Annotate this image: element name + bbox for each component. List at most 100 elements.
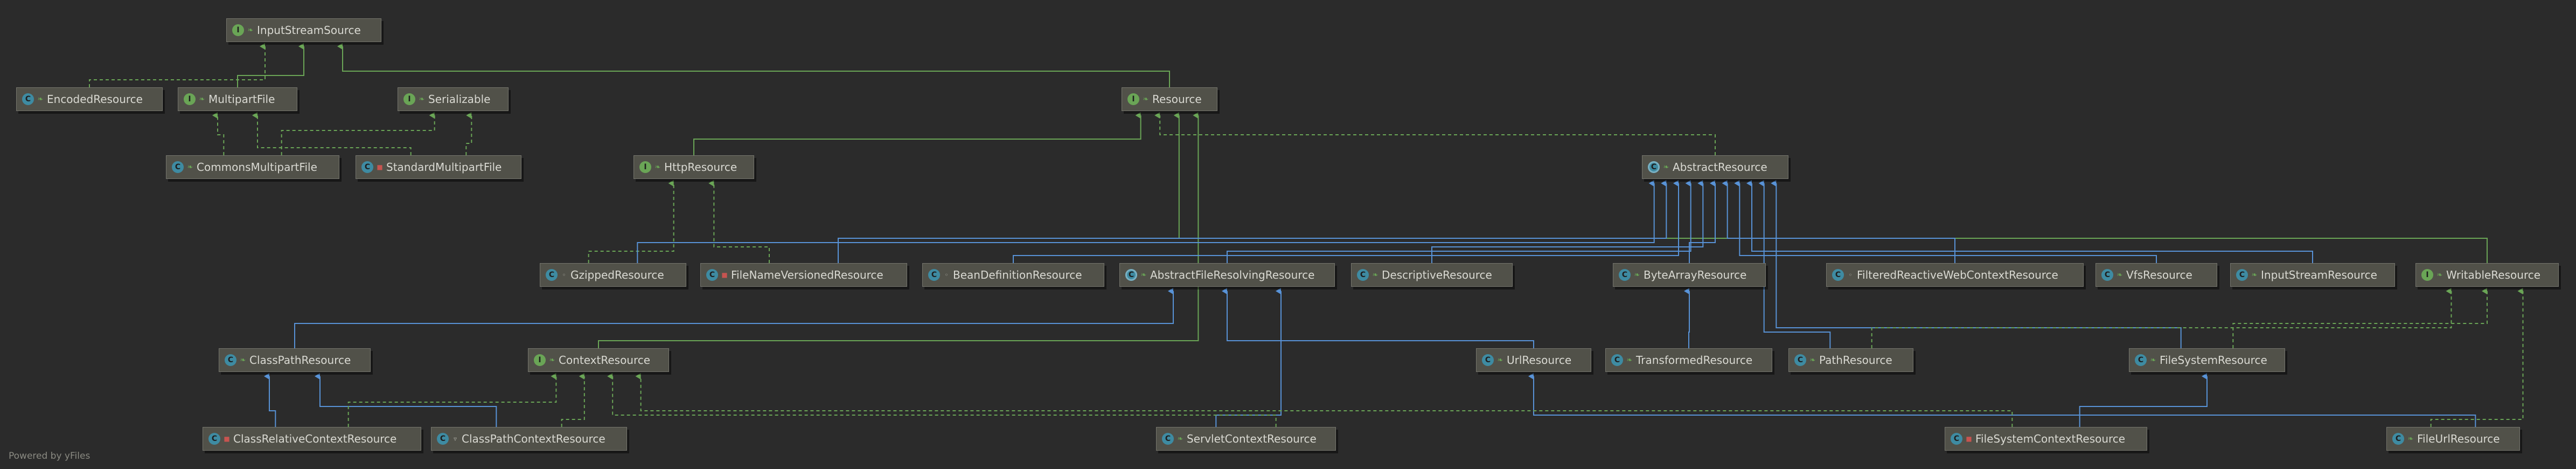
edge-pathresource-to-abstractresource — [1758, 180, 1831, 348]
node-classpathcontextresource[interactable]: C▿ClassPathContextResource — [431, 427, 627, 451]
edge-filesystemresource-to-writableresource — [2232, 288, 2488, 348]
node-inputstreamresource[interactable]: C❧InputStreamResource — [2230, 263, 2395, 287]
private-visibility-icon: ■ — [1966, 435, 1972, 443]
class-icon: C — [2392, 433, 2404, 445]
edge-pathresource-to-writableresource — [1871, 288, 2452, 348]
edge-multipartfile-to-inputstreamsource — [237, 43, 304, 87]
edge-contextresource-to-resource — [598, 112, 1199, 348]
node-urlresource[interactable]: C❧UrlResource — [1476, 348, 1591, 372]
edge-classpathcontextresource-to-classpathresource — [315, 373, 497, 427]
class-icon: C — [1951, 433, 1962, 445]
node-gzippedresource[interactable]: C◦GzippedResource — [540, 263, 686, 287]
node-standardmultipartfile[interactable]: C■StandardMultipartFile — [356, 155, 521, 179]
leaf-icon: ❧ — [1626, 356, 1633, 364]
class-icon: C — [1794, 354, 1806, 366]
package-visibility-icon: ◦ — [944, 271, 949, 279]
edge-classrelativecontextresource-to-classpathresource — [264, 373, 276, 427]
interface-icon: I — [1127, 93, 1139, 105]
edge-bytearrayresource-to-abstractresource — [1689, 180, 1716, 263]
edge-gzippedresource-to-httpresource — [588, 180, 674, 263]
class-icon: C — [2101, 269, 2113, 281]
node-servletcontextresource[interactable]: C❧ServletContextResource — [1156, 427, 1336, 451]
package-visibility-icon: ◦ — [1848, 271, 1853, 279]
leaf-icon: ❧ — [2150, 356, 2156, 364]
edge-encodedresource-to-inputstreamsource — [89, 43, 266, 87]
node-classpathresource[interactable]: C❧ClassPathResource — [219, 348, 371, 372]
node-vfsresource[interactable]: C❧VfsResource — [2095, 263, 2217, 287]
edge-commonsmultipartfile-to-serializable — [281, 112, 435, 155]
class-icon: C — [928, 269, 940, 281]
edge-standardmultipartfile-to-serializable — [465, 112, 472, 155]
class-icon: C — [361, 161, 373, 173]
class-icon: C — [437, 433, 449, 445]
abstract-class-icon: C — [1648, 161, 1660, 173]
interface-icon: I — [232, 24, 244, 36]
edge-classpathresource-to-abstractfileresolvingresource — [294, 288, 1174, 348]
leaf-icon: ❧ — [37, 95, 44, 104]
leaf-icon: ❧ — [247, 26, 254, 35]
leaf-icon: ❧ — [1372, 271, 1378, 279]
class-icon: C — [172, 161, 184, 173]
node-abstractfileresolvingresource[interactable]: C❧AbstractFileResolvingResource — [1119, 263, 1335, 287]
class-icon: C — [2236, 269, 2248, 281]
node-filenameversionedresource[interactable]: C■FileNameVersionedResource — [700, 263, 907, 287]
edge-filesystemcontextresource-to-contextresource — [635, 373, 2013, 427]
leaf-icon: ❧ — [1177, 434, 1183, 443]
edge-servletcontextresource-to-abstractfileresolvingresource — [1215, 288, 1282, 427]
node-resource[interactable]: I❧Resource — [1122, 87, 1217, 111]
leaf-icon: ❧ — [1663, 163, 1669, 171]
node-classrelativecontextresource[interactable]: C■ClassRelativeContextResource — [203, 427, 421, 451]
leaf-icon: ❧ — [419, 95, 425, 104]
class-icon: C — [1611, 354, 1623, 366]
node-inputstreamsource[interactable]: I❧InputStreamSource — [226, 18, 381, 42]
node-filesystemresource[interactable]: C❧FileSystemResource — [2129, 348, 2285, 372]
node-pathresource[interactable]: C❧PathResource — [1788, 348, 1913, 372]
edge-fileurlresource-to-writableresource — [2430, 288, 2524, 427]
leaf-icon: ❧ — [2251, 271, 2258, 279]
node-httpresource[interactable]: I❧HttpResource — [633, 155, 754, 179]
node-commonsmultipartfile[interactable]: C❧CommonsMultipartFile — [166, 155, 339, 179]
node-fileurlresource[interactable]: C❧FileUrlResource — [2386, 427, 2520, 451]
edge-writableresource-to-resource — [1173, 112, 2488, 263]
node-encodedresource[interactable]: C❧EncodedResource — [16, 87, 163, 111]
node-writableresource[interactable]: I❧WritableResource — [2415, 263, 2559, 287]
interface-icon: I — [2421, 269, 2433, 281]
edge-inputstreamresource-to-abstractresource — [1746, 180, 2313, 263]
leaf-icon: ❧ — [199, 95, 205, 104]
class-icon: C — [1162, 433, 1174, 445]
interface-icon: I — [184, 93, 196, 105]
edge-descriptiveresource-to-abstractresource — [1431, 180, 1704, 263]
leaf-icon: ❧ — [1497, 356, 1503, 364]
edge-servletcontextresource-to-contextresource — [607, 373, 1277, 427]
node-multipartfile[interactable]: I❧MultipartFile — [178, 87, 297, 111]
edge-gzippedresource-to-abstractresource — [637, 180, 1655, 263]
edge-classpathcontextresource-to-contextresource — [561, 373, 585, 427]
class-icon: C — [1482, 354, 1494, 366]
node-filesystemcontextresource[interactable]: C■FileSystemContextResource — [1945, 427, 2147, 451]
edge-filesystemcontextresource-to-filesystemresource — [2079, 373, 2208, 427]
leaf-icon: ❧ — [240, 356, 246, 364]
private-visibility-icon: ■ — [224, 435, 230, 443]
class-icon: C — [1619, 269, 1631, 281]
class-icon: C — [208, 433, 220, 445]
edge-vfsresource-to-abstractresource — [1734, 180, 2157, 263]
interface-icon: I — [534, 354, 546, 366]
node-filteredreactivewebcontextresource[interactable]: C◦FilteredReactiveWebContextResource — [1826, 263, 2084, 287]
protected-visibility-icon: ▿ — [453, 435, 457, 443]
edge-standardmultipartfile-to-multipartfile — [252, 112, 412, 155]
class-icon: C — [2135, 354, 2147, 366]
class-icon: C — [225, 354, 236, 366]
leaf-icon: ❧ — [187, 163, 193, 171]
node-abstractresource[interactable]: C❧AbstractResource — [1642, 155, 1788, 179]
node-serializable[interactable]: I❧Serializable — [398, 87, 509, 111]
node-beandefinitionresource[interactable]: C◦BeanDefinitionResource — [922, 263, 1104, 287]
node-transformedresource[interactable]: C❧TransformedResource — [1605, 348, 1772, 372]
class-icon: C — [22, 93, 34, 105]
node-contextresource[interactable]: I❧ContextResource — [528, 348, 669, 372]
node-descriptiveresource[interactable]: C❧DescriptiveResource — [1351, 263, 1513, 287]
class-icon: C — [1832, 269, 1844, 281]
node-bytearrayresource[interactable]: C❧ByteArrayResource — [1613, 263, 1766, 287]
edge-abstractfileresolvingresource-to-abstractresource — [1227, 180, 1691, 263]
